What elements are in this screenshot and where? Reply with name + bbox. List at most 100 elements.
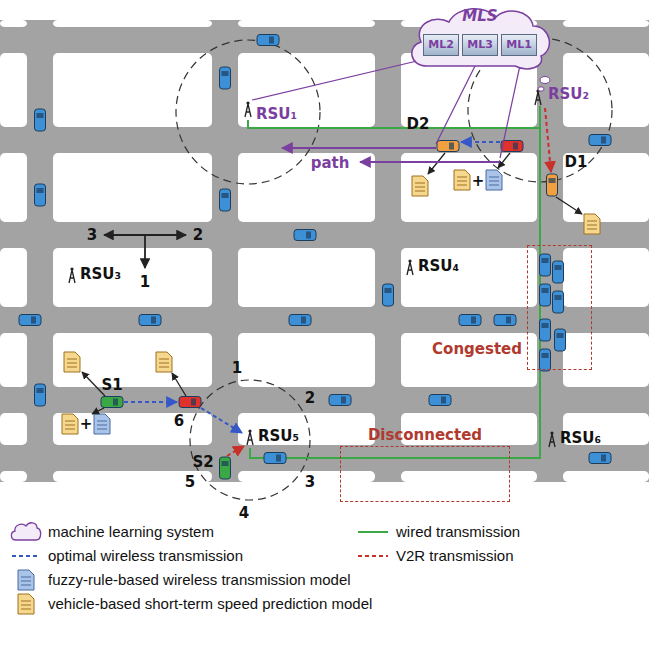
vehicle-body: [35, 184, 46, 206]
vehicle: [383, 284, 394, 306]
document-shape: [156, 352, 172, 372]
vehicle-window: [385, 288, 392, 293]
map-label: +: [80, 416, 93, 433]
city-block: [0, 248, 27, 307]
legend-v2r-sample: [358, 555, 388, 557]
document-line: [65, 421, 75, 422]
document-shape: [18, 594, 34, 614]
coverage-circle: [190, 380, 310, 500]
antenna-tip: [550, 431, 553, 434]
thought-bubble: [540, 77, 550, 84]
legend-text: wired transmission: [396, 524, 520, 541]
city-block: [238, 20, 375, 27]
map-label: 4: [239, 505, 249, 522]
vehicle-body: [553, 291, 564, 313]
ml-link: [500, 56, 522, 158]
vehicle-body: [264, 453, 286, 464]
rsu-antenna: [549, 431, 555, 447]
wireless-link: [124, 401, 177, 403]
document-shape: [62, 414, 78, 434]
rsu-antenna: [245, 101, 251, 117]
city-block: [0, 20, 27, 27]
map-label: RSU₁: [256, 106, 297, 123]
vehicle-window: [555, 295, 562, 300]
document-line: [159, 359, 169, 360]
rsu-antenna: [535, 89, 541, 105]
document-shape: [412, 176, 428, 196]
city-block: [53, 333, 212, 387]
vehicle: [547, 174, 558, 196]
direction-arrow: [144, 235, 146, 268]
vehicle-body: [35, 109, 46, 131]
map-label: 1: [232, 360, 242, 377]
map-label: 2: [193, 227, 203, 244]
city-block: [53, 413, 212, 445]
legend-wired-sample: [358, 531, 388, 533]
legend-cloud-sample: [11, 523, 40, 540]
model-arrow: [428, 153, 445, 174]
city-block: [53, 153, 212, 222]
legend-text: V2R transmission: [396, 548, 514, 565]
document-line: [587, 225, 597, 226]
city-block: [401, 248, 537, 307]
vehicle-body: [294, 230, 316, 241]
city-block: [238, 413, 375, 445]
legend-wireless-sample: [12, 555, 40, 557]
legend-text: fuzzy-rule-based wireless transmission m…: [48, 572, 351, 589]
vehicle: [553, 261, 564, 283]
city-block: [563, 20, 649, 27]
antenna-mast: [247, 432, 253, 445]
node-text: MLS: [405, 8, 555, 25]
congested-region: Congested: [527, 245, 592, 370]
city-block: [238, 153, 375, 222]
vehicle-window: [542, 288, 549, 293]
vehicle-body: [553, 261, 564, 283]
map-label: S1: [101, 377, 122, 394]
vehicle: [289, 315, 311, 326]
document-line: [489, 177, 499, 178]
legend-text: optimal wireless transmission: [48, 548, 243, 565]
vehicle-window: [542, 258, 549, 263]
speed-model-icon: [156, 352, 172, 372]
fuzzy-model-icon: [94, 414, 110, 434]
vehicle-body: [329, 395, 351, 406]
vehicle-window: [513, 143, 518, 150]
document-line: [21, 577, 31, 578]
document-line: [65, 429, 75, 430]
vehicle: [553, 291, 564, 313]
vehicle: [19, 315, 41, 326]
document-line: [159, 367, 169, 368]
vehicle: [589, 453, 611, 464]
vehicle: [437, 141, 459, 152]
map-label: D1: [565, 154, 588, 171]
document-line: [21, 601, 31, 602]
vehicle-window: [471, 317, 476, 324]
vehicle-body: [220, 189, 231, 211]
document-line: [97, 421, 107, 422]
path-arrow: [360, 161, 500, 163]
city-block: [563, 471, 649, 482]
vehicle-window: [601, 137, 606, 144]
document-line: [415, 183, 425, 184]
vehicle: [139, 315, 161, 326]
map-label: 2: [305, 390, 315, 407]
map-label: RSU₂: [548, 86, 589, 103]
document-line: [67, 363, 77, 364]
city-block: [563, 333, 649, 387]
vehicle-window: [542, 323, 549, 328]
speed-model-icon: [584, 214, 600, 234]
antenna-mast: [549, 434, 555, 447]
fuzzy-model-icon: [486, 170, 502, 190]
vehicle: [329, 395, 351, 406]
city-block: [0, 53, 27, 127]
vehicle-window: [269, 37, 274, 44]
document-line: [489, 185, 499, 186]
vehicle-window: [341, 397, 346, 404]
vehicle: [257, 35, 279, 46]
vehicle-body: [383, 284, 394, 306]
document-line: [415, 187, 425, 188]
vehicle-body: [589, 453, 611, 464]
vehicles: [19, 35, 611, 480]
document-line: [21, 581, 31, 582]
map-label: 6: [174, 413, 184, 430]
